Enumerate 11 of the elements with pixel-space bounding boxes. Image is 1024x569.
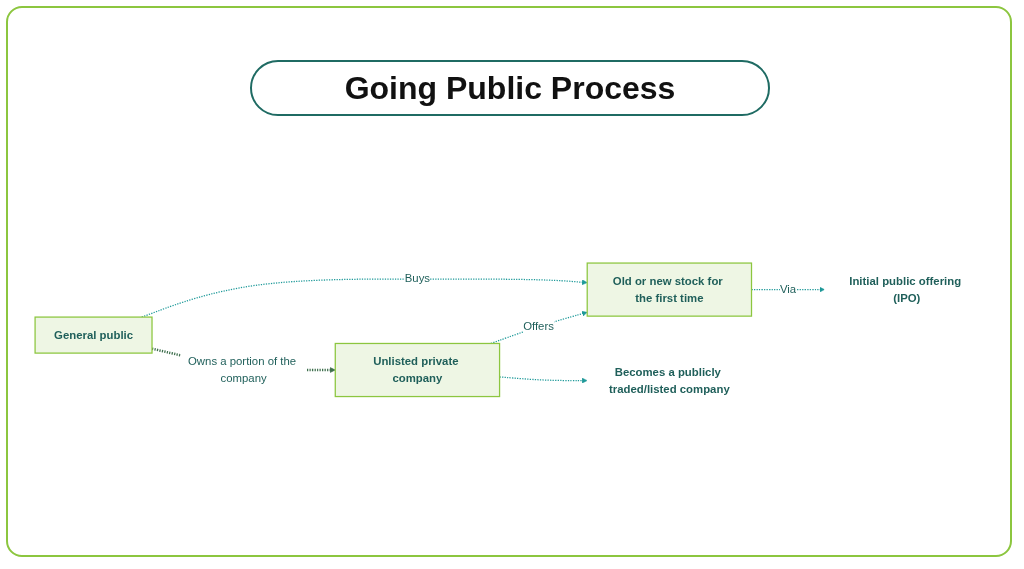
- arrow: [490, 310, 588, 344]
- edge-label: Owns a portion of the company: [187, 354, 297, 385]
- edge-label: Via: [779, 282, 797, 296]
- edge-label: Offers: [523, 319, 554, 333]
- node-box: Unlisted private company: [334, 342, 501, 398]
- node-box: General public: [34, 316, 153, 354]
- node-text: Becomes a publicly traded/listed company: [608, 365, 730, 396]
- title: Going Public Process: [250, 60, 770, 116]
- node-box: Old or new stock for the first time: [586, 262, 753, 317]
- node-text: Initial public offering (IPO): [849, 274, 962, 305]
- edge-label: Buys: [404, 272, 431, 285]
